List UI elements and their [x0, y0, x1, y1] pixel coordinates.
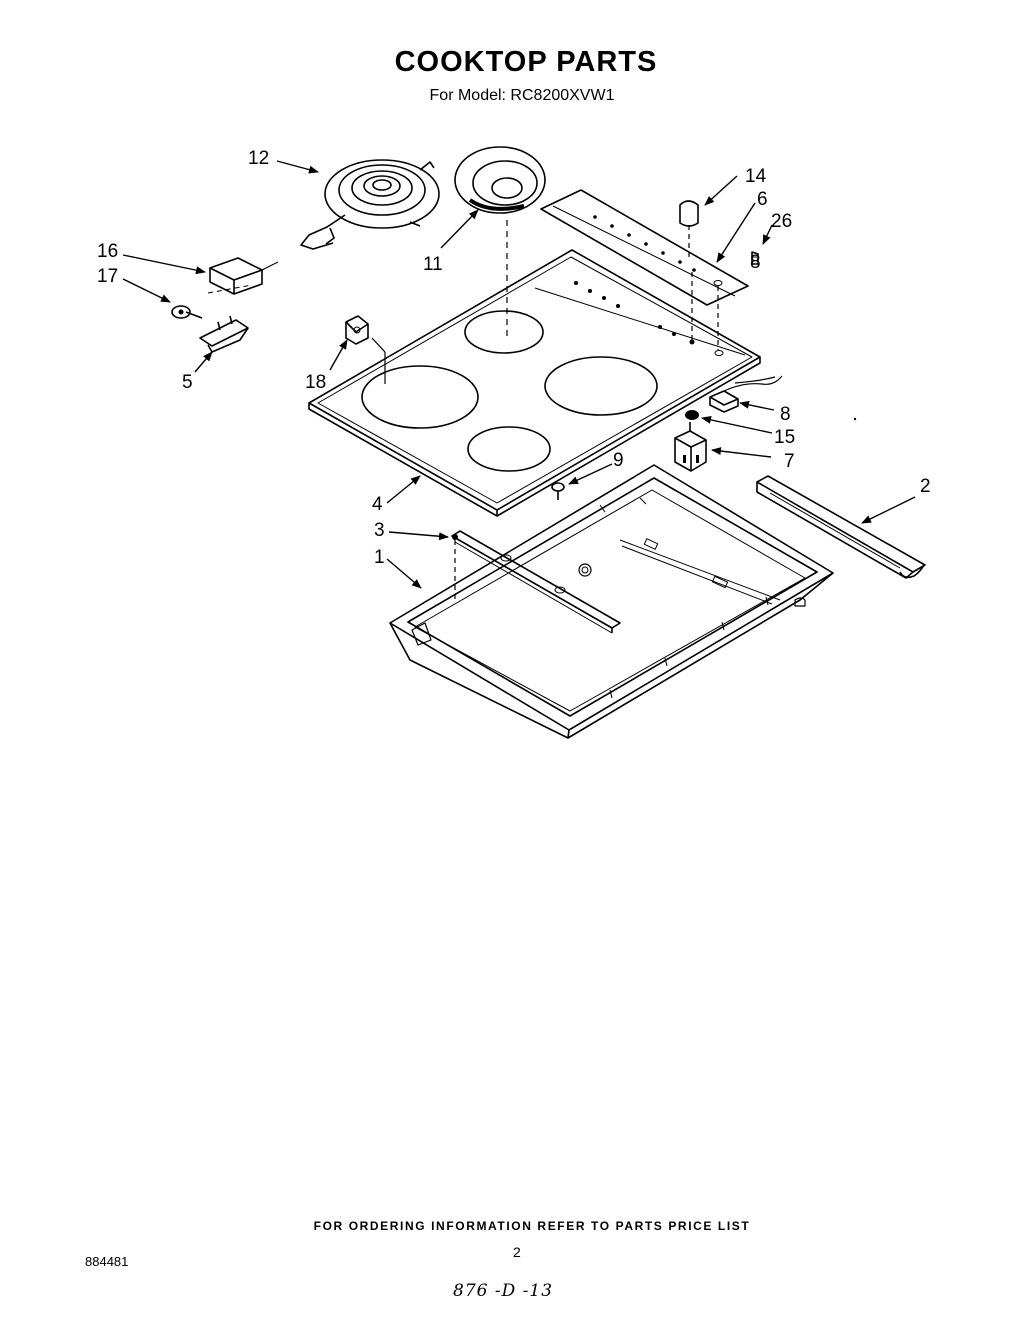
leader-lines [122, 160, 916, 589]
callout-14: 14 [745, 166, 767, 187]
callout-8: 8 [780, 404, 791, 425]
callout-26: 26 [771, 211, 792, 232]
callout-16: 16 [97, 241, 118, 262]
callout-3: 3 [374, 520, 385, 541]
control-panel-overlay [540, 189, 749, 350]
page-title: COOKTOP PARTS [394, 46, 658, 78]
callout-11: 11 [423, 254, 443, 275]
callout-4: 4 [372, 494, 383, 515]
terminal-block-8 [709, 375, 783, 413]
callout-2: 2 [920, 476, 931, 497]
switch-18 [345, 315, 386, 384]
page-number: 2 [513, 1244, 521, 1260]
receptacle-5 [199, 315, 249, 353]
washer-15 [685, 410, 699, 420]
callout-1: 1 [374, 547, 385, 568]
brace-bar [451, 530, 621, 634]
surface-element [300, 159, 440, 250]
callout-17: 17 [97, 266, 118, 287]
callout-9: 9 [613, 450, 624, 471]
screw-9 [551, 482, 565, 500]
cooktop-panel [308, 249, 761, 517]
callout-12: 12 [248, 148, 269, 169]
base-pan [389, 464, 834, 739]
callout-5: 5 [182, 372, 193, 393]
model-subtitle: For Model: RC8200XVW1 [429, 87, 615, 104]
handwritten-code: 876 -D -13 [453, 1281, 554, 1301]
callout-18: 18 [305, 372, 326, 393]
ordering-note: FOR ORDERING INFORMATION REFER TO PARTS … [313, 1219, 751, 1233]
infinite-switch-7 [674, 422, 707, 472]
reflector-bowl [454, 146, 546, 340]
knob [679, 200, 699, 258]
document-number: 884481 [85, 1254, 129, 1269]
callout-7: 7 [784, 451, 795, 472]
callout-15: 15 [774, 427, 795, 448]
terminal-17 [171, 305, 203, 319]
bracket-16 [207, 257, 279, 295]
callout-6: 6 [757, 189, 768, 210]
callout-labels: 12 16 17 5 18 11 14 6 26 8 8 15 7 9 2 4 … [97, 148, 931, 568]
front-trim-2 [756, 475, 926, 579]
callout-8-upper: 8 [750, 252, 761, 273]
screw-26 [751, 251, 759, 265]
